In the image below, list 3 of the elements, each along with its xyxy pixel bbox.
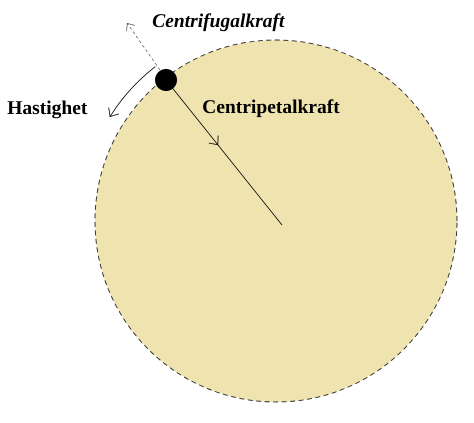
label: Hastighet [8,100,88,118]
label: Centripetalkraft [203,99,340,118]
label: Centrifugalkraft [152,13,285,32]
